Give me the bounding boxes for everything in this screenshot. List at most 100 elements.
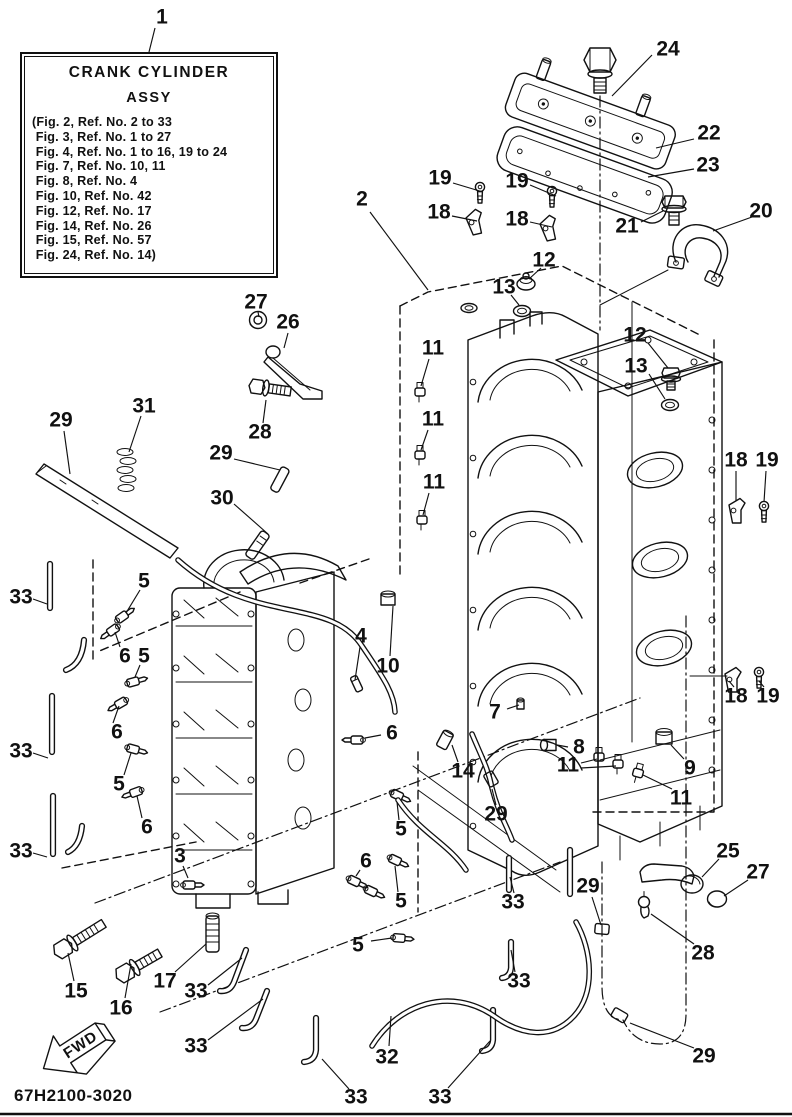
fitting-icon — [123, 742, 150, 758]
callout-4: 4 — [355, 625, 367, 648]
callout-33: 33 — [428, 1086, 451, 1109]
callout-15: 15 — [64, 980, 88, 1003]
leader-line — [451, 744, 459, 763]
leader-line — [112, 705, 120, 724]
bushing-9-art — [655, 728, 673, 745]
engine-diagram-art: FWD — [0, 47, 792, 1116]
leader-line — [123, 752, 132, 776]
callout-5: 5 — [138, 570, 150, 593]
fitting-icon — [360, 883, 387, 902]
leader-line — [114, 631, 121, 648]
leader-line — [723, 879, 749, 897]
callout-29: 29 — [209, 442, 232, 465]
bushing-10-art — [380, 590, 396, 606]
fig-reference-line: Fig. 12, Ref. No. 17 — [32, 203, 152, 218]
callout-6: 6 — [360, 850, 372, 873]
callout-29: 29 — [49, 409, 72, 432]
callout-19: 19 — [756, 685, 779, 708]
callout-11: 11 — [557, 754, 580, 777]
leader-line — [650, 913, 695, 945]
leader-line — [321, 1058, 350, 1090]
callout-20: 20 — [749, 200, 772, 223]
leader-line — [491, 788, 497, 806]
callout-28: 28 — [248, 421, 272, 444]
leader-line — [420, 429, 429, 451]
leader-line — [67, 952, 75, 982]
callout-26: 26 — [276, 311, 299, 334]
leader-line — [125, 589, 141, 614]
fwd-arrow: FWD — [42, 1022, 116, 1075]
screw-19-icon — [474, 181, 486, 204]
bolt-24-art — [583, 47, 617, 94]
callout-5: 5 — [352, 934, 364, 957]
leader-line — [233, 503, 269, 535]
callout-5: 5 — [395, 890, 407, 913]
callout-23: 23 — [696, 154, 719, 177]
callout-9: 9 — [684, 757, 696, 780]
leader-line — [580, 765, 617, 769]
leader-line — [670, 744, 685, 760]
tubes-33-art — [46, 560, 574, 1066]
fig-reference-line: Fig. 14, Ref. No. 26 — [32, 218, 152, 233]
callout-6: 6 — [111, 721, 123, 744]
callout-18: 18 — [427, 201, 451, 224]
fitting-icon — [105, 694, 131, 715]
leader-line — [655, 138, 695, 149]
screw-19-icon — [546, 185, 558, 208]
callout-19: 19 — [428, 167, 451, 190]
leader-line — [388, 1015, 392, 1047]
callout-5: 5 — [113, 773, 125, 796]
cylinder-block-art — [555, 329, 723, 861]
washer-27-art — [248, 310, 268, 330]
leader-line — [207, 998, 264, 1041]
fig-reference-list: (Fig. 2, Ref. No. 2 to 33 Fig. 3, Ref. N… — [32, 115, 273, 263]
leader-line — [451, 215, 478, 222]
plug-8-art — [539, 738, 557, 752]
screw-19-icon — [758, 500, 770, 523]
clip-18-icon — [463, 207, 487, 237]
callout-24: 24 — [656, 38, 680, 61]
pipe-29-art — [35, 463, 179, 559]
pin-7-art — [516, 697, 525, 710]
callout-5: 5 — [138, 645, 150, 668]
crankcase-half-art — [460, 302, 599, 876]
callout-16: 16 — [109, 997, 132, 1020]
callout-6: 6 — [386, 722, 398, 745]
grommet-12-art — [516, 272, 536, 291]
leader-line — [134, 664, 141, 678]
leader-line — [556, 744, 569, 748]
leader-line — [528, 267, 542, 280]
leader-line — [283, 332, 289, 349]
pipe-29-art — [270, 466, 290, 493]
callout-19: 19 — [755, 449, 778, 472]
callout-1: 1 — [156, 6, 168, 29]
callout-33: 33 — [184, 980, 207, 1003]
fitting-icon — [123, 673, 150, 689]
fig-reference-line: Fig. 24, Ref. No. 14) — [32, 248, 157, 263]
callout-7: 7 — [489, 701, 501, 724]
leader-line — [396, 801, 400, 821]
callout-18: 18 — [724, 449, 748, 472]
fitting-icon — [389, 932, 415, 944]
clamp-20-art — [599, 224, 729, 306]
callout-29: 29 — [484, 803, 507, 826]
leader-line — [447, 1040, 491, 1089]
leader-line — [182, 865, 189, 879]
leader-line — [506, 704, 520, 710]
callout-8: 8 — [573, 736, 585, 759]
bolt-15-art — [53, 918, 107, 960]
leader-line — [32, 598, 48, 605]
head-gasket-art — [496, 126, 673, 224]
fig-reference-line: Fig. 8, Ref. No. 4 — [32, 174, 138, 189]
callout-27: 27 — [746, 861, 769, 884]
hoses-art — [175, 557, 687, 1049]
leader-line — [712, 216, 753, 232]
callout-33: 33 — [344, 1086, 367, 1109]
leader-line — [452, 182, 484, 193]
callout-5: 5 — [395, 818, 407, 841]
fitting-icon — [112, 604, 138, 626]
fitting-28-art — [637, 891, 651, 919]
leader-line — [648, 373, 666, 400]
callout-10: 10 — [376, 655, 399, 678]
